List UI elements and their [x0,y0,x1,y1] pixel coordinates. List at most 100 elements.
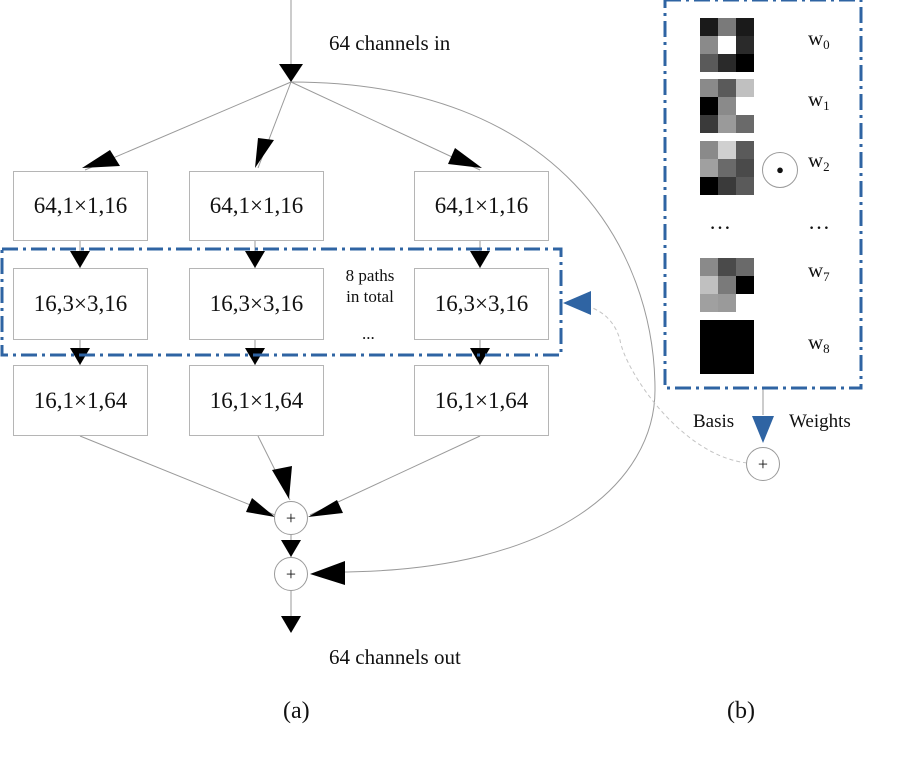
kernel-cell [736,79,754,97]
arrowhead-stage [245,251,265,268]
paths-ellipsis: ... [362,324,375,343]
weight-label: w7 [808,258,830,285]
sum-node-residual: + [274,557,308,591]
caption-b: (b) [727,698,755,724]
output-arrowhead [281,616,301,633]
kernel-cell [700,276,718,294]
kernel-cell [736,115,754,133]
kernel-cell [718,320,736,338]
kernel-cell [718,141,736,159]
kernel-cell [718,54,736,72]
kernel-cell [736,159,754,177]
conv-box-3x3: 16,3×3,16 [189,268,324,340]
paths-note: 8 paths in total [330,265,410,307]
weight-label-sub: 1 [823,98,830,113]
weights-label: Weights [789,411,851,432]
conv-box-1x1-expand: 16,1×1,64 [189,365,324,436]
weight-label-sub: 0 [823,37,830,52]
weight-label-sub: 8 [823,341,830,356]
conv-box-3x3: 16,3×3,16 [13,268,148,340]
kernel-cell [718,18,736,36]
kernel-cell [700,36,718,54]
weight-label: w2 [808,148,830,175]
kernel-cell [736,141,754,159]
basis-arrowhead [752,416,774,443]
weight-label-base: w [808,330,824,354]
weight-label: w0 [808,26,830,53]
kernel-cell [718,356,736,374]
shortcut-curve [290,81,656,573]
conv-box-3x3: 16,3×3,16 [414,268,549,340]
weight-label-sub: 2 [823,159,830,174]
basis-kernel-8 [700,320,754,374]
kernel-cell [718,177,736,195]
basis-group-frame [663,0,863,390]
kernel-cell [736,294,754,312]
arrowhead-to-second-sum [281,540,301,557]
conv-box-1x1-reduce: 64,1×1,16 [189,171,324,241]
conv-box-1x1-expand: 16,1×1,64 [414,365,549,436]
conv-box-1x1-reduce: 64,1×1,16 [13,171,148,241]
output-label: 64 channels out [329,645,461,669]
weight-sum-node: + [746,447,780,481]
paths-group-frame [0,247,563,357]
basis-ellipsis: … [709,209,731,234]
kernel-cell [736,54,754,72]
kernel-cell [700,177,718,195]
kernel-cell [718,79,736,97]
weights-ellipsis: … [808,209,830,234]
basis-label: Basis [693,411,735,432]
kernel-cell [700,356,718,374]
conv-box-1x1-reduce: 64,1×1,16 [414,171,549,241]
arrowhead-merge-left [246,498,275,517]
weight-label: w8 [808,330,830,357]
kernel-cell [700,294,718,312]
arrowhead-to-box-middle [255,138,274,168]
kernel-cell [700,54,718,72]
kernel-cell [700,141,718,159]
merge-line-left [79,435,276,516]
split-line-right [290,81,481,171]
conv-box-1x1-expand: 16,1×1,64 [13,365,148,436]
kernel-cell [718,97,736,115]
kernel-cell [700,79,718,97]
sum-node-paths: + [274,501,308,535]
paths-note-line: 8 paths [345,266,395,285]
kernel-cell [736,97,754,115]
basis-kernel-0 [700,18,754,72]
basis-kernel-1 [700,79,754,133]
kernel-cell [718,276,736,294]
kernel-cell [700,18,718,36]
kernel-cell [700,159,718,177]
merge-line-right [309,435,481,516]
weight-label-base: w [808,26,824,50]
kernel-cell [736,18,754,36]
dot-product-operator: ● [762,152,798,188]
kernel-cell [718,294,736,312]
weight-flow-curve [566,302,748,464]
input-label: 64 channels in [329,31,451,55]
split-line-left [84,81,292,171]
weight-arrowhead [563,291,591,315]
kernel-cell [700,97,718,115]
arrowhead-to-box-left [82,150,120,168]
kernel-cell [700,338,718,356]
arrowhead-stage [70,251,90,268]
basis-kernel-2 [700,141,754,195]
input-arrowhead [279,64,303,82]
kernel-cell [700,115,718,133]
kernel-cell [718,36,736,54]
kernel-cell [736,338,754,356]
caption-a: (a) [283,698,310,724]
kernel-cell [700,258,718,276]
arrowhead-to-box-right [448,148,482,168]
basis-kernel-7 [700,258,754,312]
weight-label-base: w [808,258,824,282]
kernel-cell [718,159,736,177]
kernel-cell [700,320,718,338]
weight-label-base: w [808,148,824,172]
kernel-cell [736,356,754,374]
kernel-cell [736,177,754,195]
arrowhead-shortcut [310,561,345,585]
